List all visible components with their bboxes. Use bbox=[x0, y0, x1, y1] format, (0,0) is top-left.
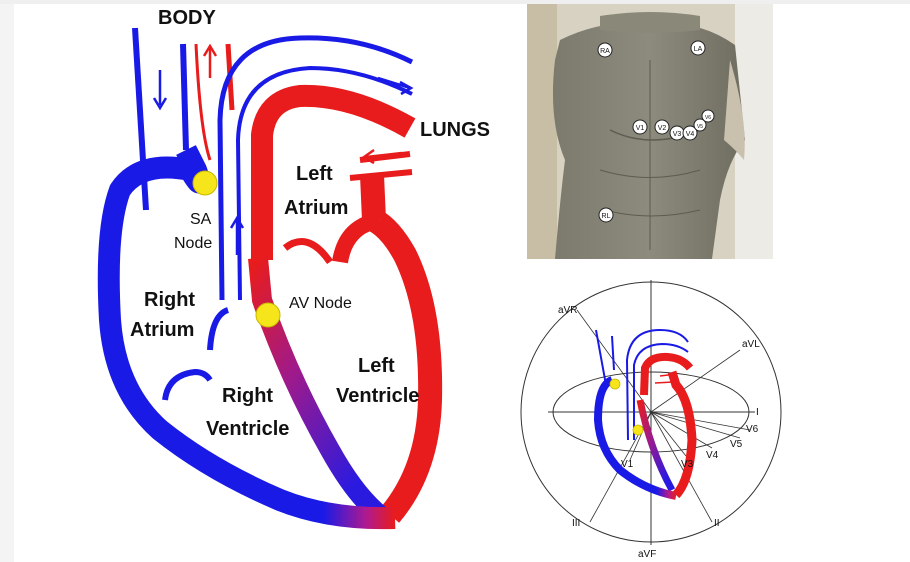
svg-text:V6: V6 bbox=[705, 115, 711, 121]
svg-text:V3: V3 bbox=[673, 131, 682, 138]
svg-text:V4: V4 bbox=[686, 131, 695, 138]
svg-text:V5: V5 bbox=[697, 124, 703, 130]
left-ventricle-label-1: Left bbox=[358, 355, 395, 377]
right-ventricle-label-1: Right bbox=[222, 385, 273, 407]
electrode-la: LA bbox=[691, 41, 705, 55]
sa-node bbox=[193, 171, 217, 195]
mini-heart bbox=[596, 330, 692, 496]
lead-v5-label: V5 bbox=[730, 439, 743, 450]
ecg-axis-diagram: aVR aVL I V6 V5 V4 V3 V1 II III aVF bbox=[521, 280, 781, 560]
heart-diagram: BODY LUNGS Left Atrium SA Node Right Atr… bbox=[109, 7, 490, 518]
right-ventricle-label-2: Ventricle bbox=[206, 418, 289, 440]
right-atrium-label-2: Atrium bbox=[130, 319, 194, 341]
svg-text:LA: LA bbox=[694, 46, 703, 53]
electrode-v3: V3 bbox=[670, 126, 684, 140]
left-atrium-label-1: Left bbox=[296, 163, 333, 185]
lead-avr-label: aVR bbox=[558, 305, 577, 316]
lead-v3-label: V3 bbox=[681, 459, 694, 470]
lead-v1-label: V1 bbox=[621, 459, 634, 470]
lead-iii-label: III bbox=[572, 518, 580, 529]
electrode-rl: RL bbox=[599, 208, 613, 222]
electrode-ra: RA bbox=[598, 43, 612, 57]
sa-node-label-2: Node bbox=[174, 235, 212, 252]
svg-text:V2: V2 bbox=[658, 125, 667, 132]
right-atrium-label-1: Right bbox=[144, 289, 195, 311]
lead-avl-label: aVL bbox=[742, 339, 760, 350]
left-atrium-label-2: Atrium bbox=[284, 197, 348, 219]
lead-i-label: I bbox=[756, 407, 759, 418]
sa-node-label-1: SA bbox=[190, 211, 212, 228]
av-node-label: AV Node bbox=[289, 295, 352, 312]
left-ventricle-label-2: Ventricle bbox=[336, 385, 419, 407]
electrode-v2: V2 bbox=[655, 120, 669, 134]
lead-v6-label: V6 bbox=[746, 424, 759, 435]
electrode-v1: V1 bbox=[633, 120, 647, 134]
aorta bbox=[196, 44, 232, 160]
torso-photo: RA LA RL V1 V2 V3 V4 V5 bbox=[527, 4, 773, 259]
lead-v4-label: V4 bbox=[706, 450, 719, 461]
svg-text:V1: V1 bbox=[636, 125, 645, 132]
electrode-v6: V6 bbox=[702, 110, 714, 122]
svg-text:RL: RL bbox=[602, 213, 611, 220]
lungs-label: LUNGS bbox=[420, 119, 490, 141]
body-label: BODY bbox=[158, 7, 216, 29]
av-node bbox=[256, 303, 280, 327]
lead-avf-label: aVF bbox=[638, 549, 656, 560]
lead-ii-label: II bbox=[714, 518, 720, 529]
svg-text:RA: RA bbox=[600, 48, 610, 55]
